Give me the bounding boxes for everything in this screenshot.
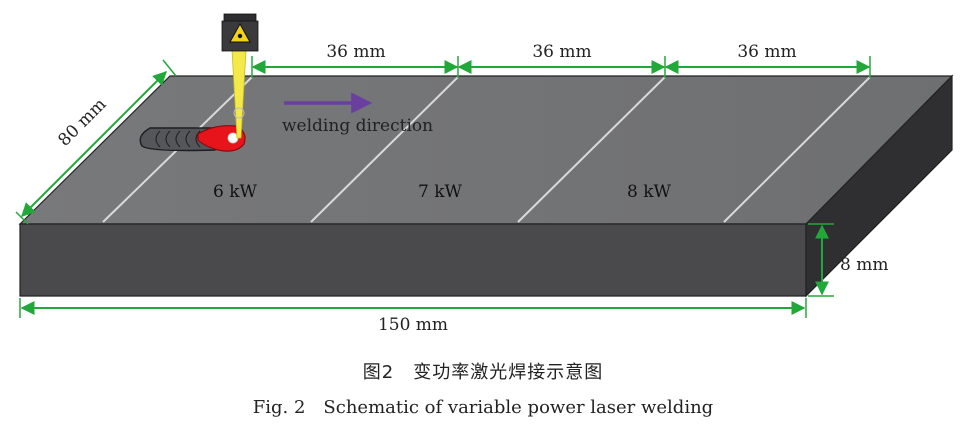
caption-chinese: 图2 变功率激光焊接示意图 xyxy=(362,362,604,383)
segment-line-2 xyxy=(310,76,459,223)
plate-front-face xyxy=(19,223,807,297)
width-dimension-label: 80 mm xyxy=(54,94,110,150)
melt-pool xyxy=(197,125,246,152)
caption-english: Fig. 2 Schematic of variable power laser… xyxy=(252,397,714,418)
segment-line-4 xyxy=(723,76,871,223)
length-dimension-label: 150 mm xyxy=(378,315,448,335)
segment-2-label: 36 mm xyxy=(532,42,591,62)
laser-head-icon xyxy=(221,13,259,52)
laser-spot xyxy=(233,107,245,119)
laser-warning-icon xyxy=(229,22,251,43)
welding-direction-label: welding direction xyxy=(282,116,433,136)
thickness-dimension-label: 8 mm xyxy=(840,255,888,275)
width-dimension-line xyxy=(21,71,167,217)
plate-side-face xyxy=(805,74,953,298)
power-label-1: 6 kW xyxy=(213,182,258,202)
power-label-3: 8 kW xyxy=(627,182,672,202)
segment-3-label: 36 mm xyxy=(737,42,796,62)
segment-line-3 xyxy=(517,76,666,223)
power-label-2: 7 kW xyxy=(418,182,463,202)
segment-1-label: 36 mm xyxy=(326,42,385,62)
